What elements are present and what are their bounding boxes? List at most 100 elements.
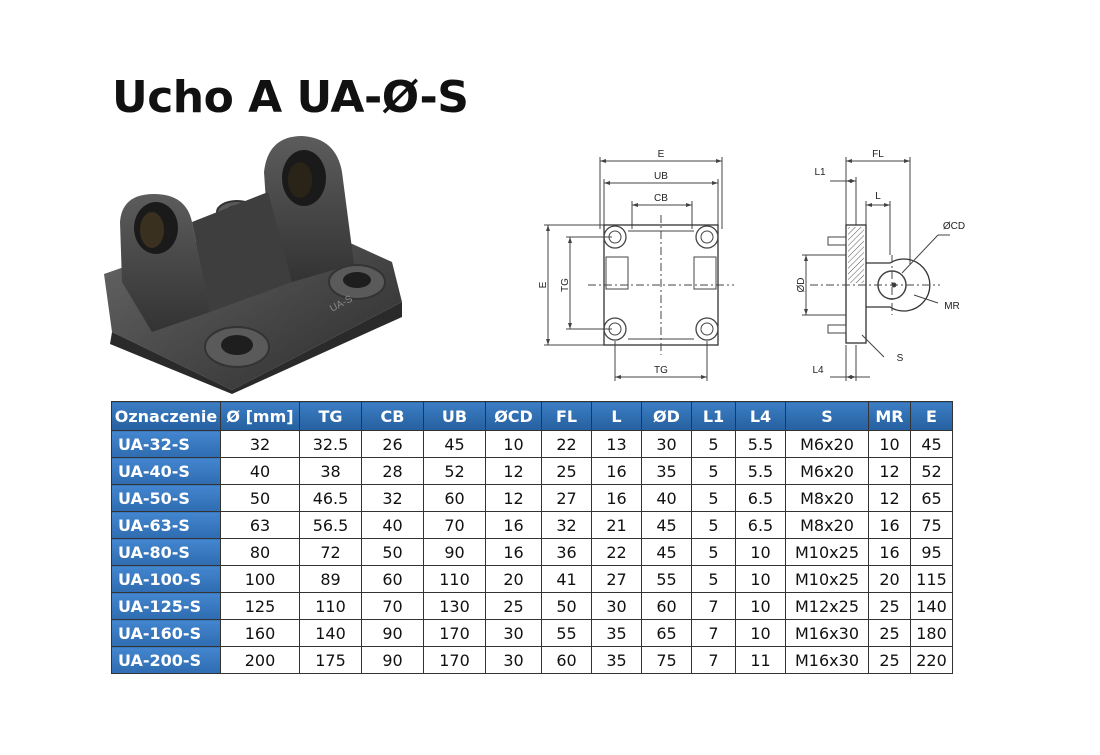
table-cell: 80 — [220, 538, 300, 566]
table-cell: 110 — [423, 565, 486, 593]
table-cell: 115 — [910, 565, 953, 593]
table-cell: M6x20 — [785, 457, 869, 485]
table-cell: 63 — [220, 511, 300, 539]
dim-s: S — [897, 353, 904, 364]
table-cell: 5 — [691, 511, 736, 539]
table-cell: M16x30 — [785, 619, 869, 647]
table-cell: 32 — [541, 511, 592, 539]
table-cell: 110 — [299, 592, 362, 620]
model-code-cell: UA-200-S — [111, 646, 221, 674]
table-cell: 6.5 — [735, 511, 786, 539]
column-header: CB — [361, 401, 424, 431]
dim-cb: CB — [654, 193, 668, 204]
front-view-drawing: E UB CB E TG TG — [538, 149, 734, 381]
table-cell: 5 — [691, 457, 736, 485]
table-cell: 45 — [641, 511, 692, 539]
table-cell: 50 — [541, 592, 592, 620]
model-code-cell: UA-50-S — [111, 484, 221, 512]
table-cell: 38 — [299, 457, 362, 485]
table-cell: 140 — [299, 619, 362, 647]
table-cell: 22 — [591, 538, 642, 566]
table-cell: 125 — [220, 592, 300, 620]
table-cell: 220 — [910, 646, 953, 674]
table-cell: 12 — [868, 457, 911, 485]
table-cell: 5 — [691, 430, 736, 458]
model-code-cell: UA-40-S — [111, 457, 221, 485]
table-cell: 5.5 — [735, 430, 786, 458]
model-code-cell: UA-160-S — [111, 619, 221, 647]
table-cell: 40 — [641, 484, 692, 512]
table-cell: 12 — [868, 484, 911, 512]
table-cell: 27 — [591, 565, 642, 593]
table-cell: 52 — [910, 457, 953, 485]
table-cell: 75 — [910, 511, 953, 539]
table-cell: 89 — [299, 565, 362, 593]
table-cell: 56.5 — [299, 511, 362, 539]
table-cell: 160 — [220, 619, 300, 647]
table-cell: 25 — [868, 619, 911, 647]
table-cell: 6.5 — [735, 484, 786, 512]
table-cell: M12x25 — [785, 592, 869, 620]
product-photo: UA-S — [104, 136, 402, 394]
table-cell: 16 — [485, 511, 542, 539]
table-cell: 72 — [299, 538, 362, 566]
table-cell: 100 — [220, 565, 300, 593]
table-cell: 10 — [735, 538, 786, 566]
table-cell: 52 — [423, 457, 486, 485]
column-header: FL — [541, 401, 592, 431]
table-cell: 170 — [423, 619, 486, 647]
table-cell: 25 — [541, 457, 592, 485]
column-header: E — [910, 401, 953, 431]
dim-l4: L4 — [812, 365, 824, 376]
table-cell: 7 — [691, 646, 736, 674]
dim-tg-left: TG — [560, 278, 571, 292]
table-cell: 65 — [910, 484, 953, 512]
table-cell: 45 — [910, 430, 953, 458]
table-cell: 21 — [591, 511, 642, 539]
table-cell: M10x25 — [785, 538, 869, 566]
table-cell: 16 — [868, 511, 911, 539]
table-cell: 46.5 — [299, 484, 362, 512]
table-cell: 5 — [691, 538, 736, 566]
column-header: S — [785, 401, 869, 431]
table-cell: M8x20 — [785, 511, 869, 539]
column-header: L4 — [735, 401, 786, 431]
column-header: Ø [mm] — [220, 401, 300, 431]
table-cell: 75 — [641, 646, 692, 674]
table-cell: 10 — [868, 430, 911, 458]
dim-fl: FL — [872, 149, 884, 160]
table-cell: 65 — [641, 619, 692, 647]
table-cell: 20 — [485, 565, 542, 593]
table-cell: 35 — [641, 457, 692, 485]
table-cell: 45 — [423, 430, 486, 458]
table-cell: 60 — [423, 484, 486, 512]
table-cell: 95 — [910, 538, 953, 566]
table-cell: 50 — [361, 538, 424, 566]
table-cell: M6x20 — [785, 430, 869, 458]
dim-l1: L1 — [814, 167, 826, 178]
table-cell: 10 — [485, 430, 542, 458]
table-cell: 30 — [641, 430, 692, 458]
table-cell: 175 — [299, 646, 362, 674]
table-cell: 200 — [220, 646, 300, 674]
table-cell: 60 — [641, 592, 692, 620]
table-cell: 28 — [361, 457, 424, 485]
dim-mr: MR — [944, 301, 960, 312]
table-cell: 5.5 — [735, 457, 786, 485]
table-cell: 40 — [220, 457, 300, 485]
table-cell: 16 — [591, 457, 642, 485]
table-cell: 35 — [591, 646, 642, 674]
table-cell: 40 — [361, 511, 424, 539]
table-cell: 90 — [423, 538, 486, 566]
table-cell: 70 — [423, 511, 486, 539]
table-cell: 25 — [485, 592, 542, 620]
table-cell: M16x30 — [785, 646, 869, 674]
table-cell: 10 — [735, 565, 786, 593]
